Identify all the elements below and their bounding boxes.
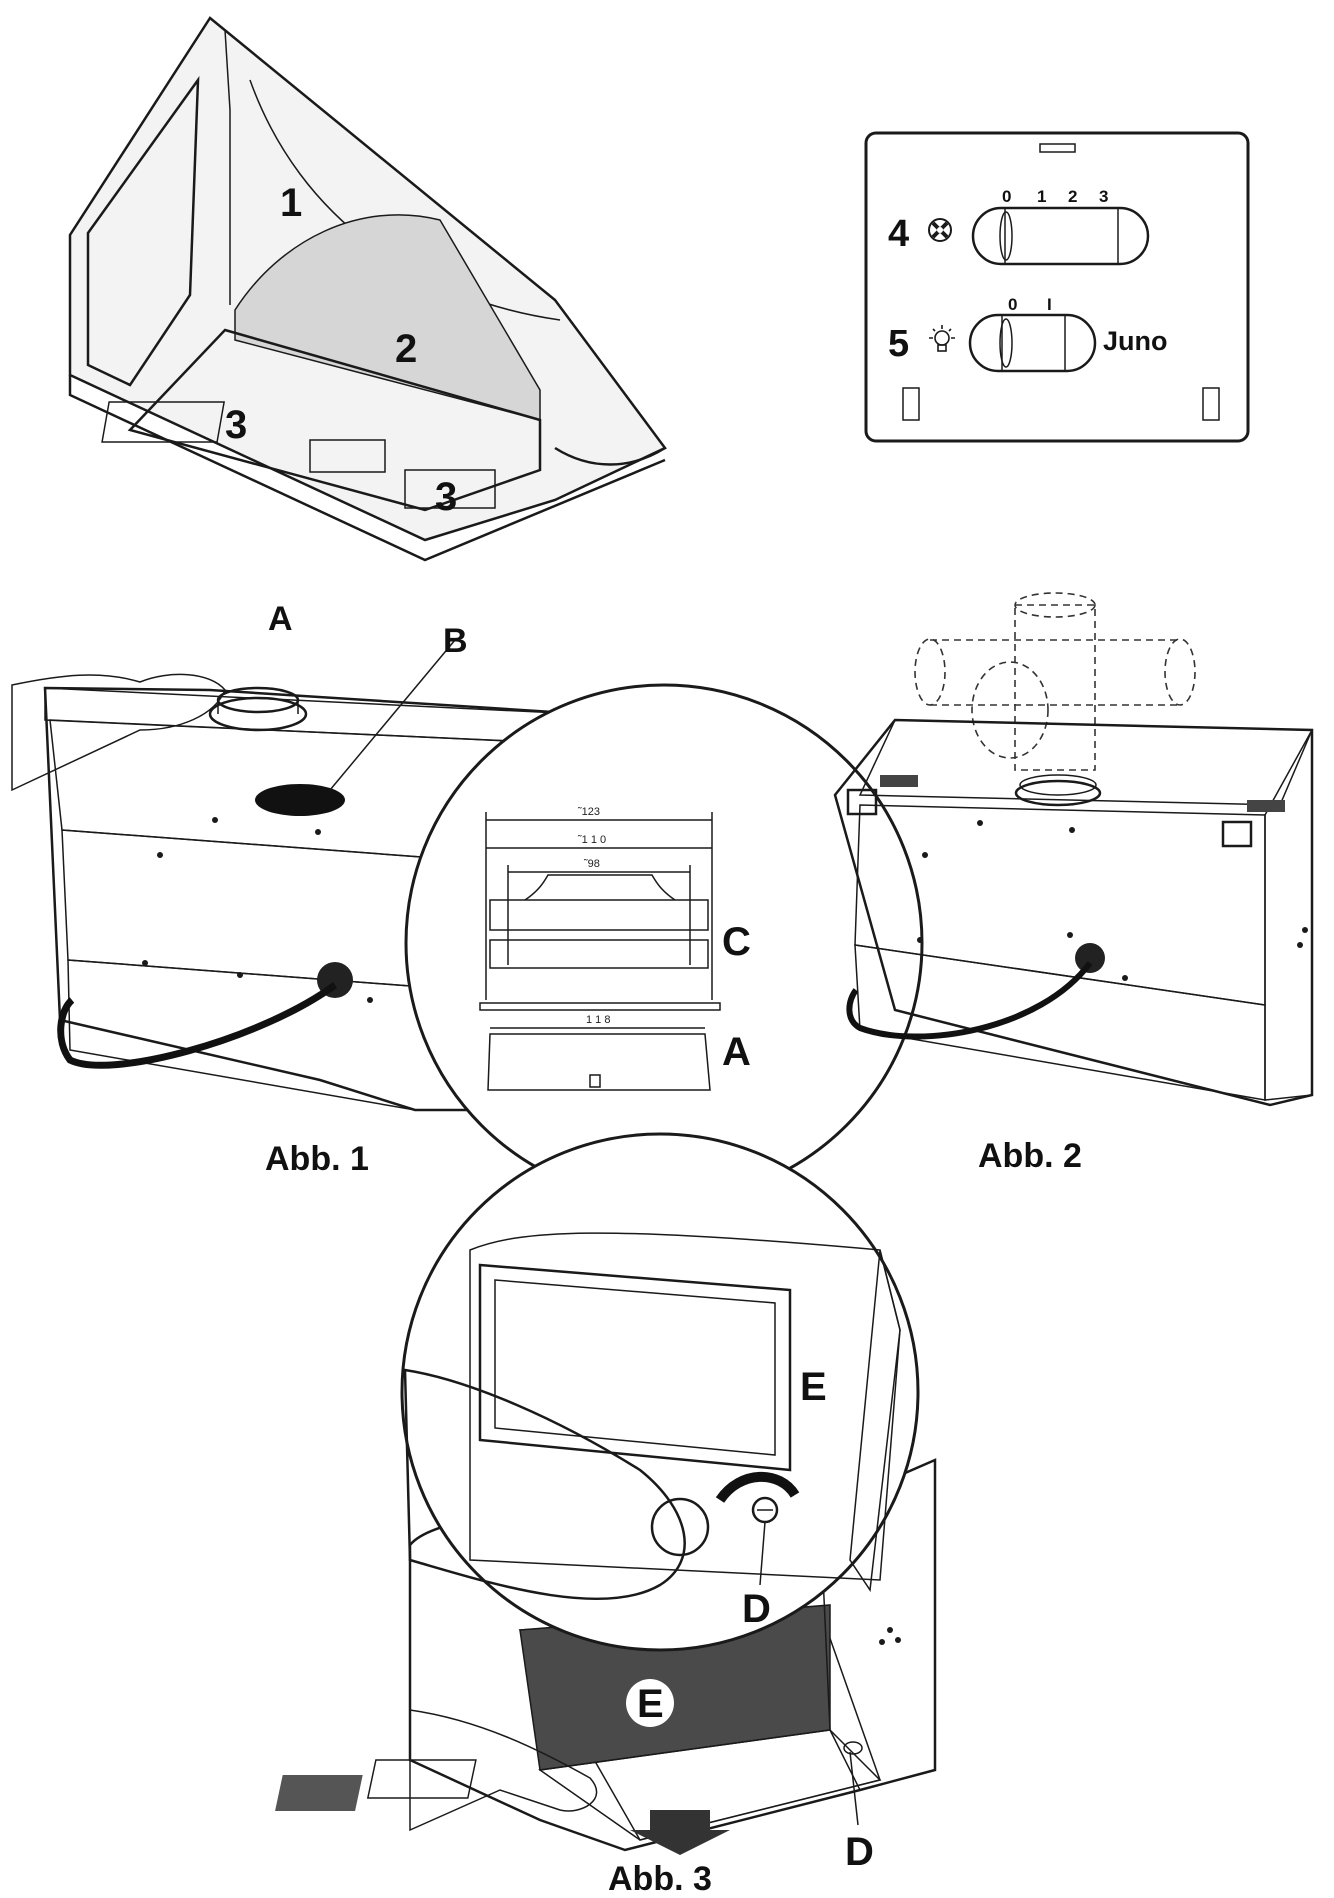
dimension-98: ˜98 xyxy=(583,858,600,870)
fan-speed-slider xyxy=(971,206,1150,266)
fan-scale-3: 3 xyxy=(1099,187,1108,206)
light-scale-1: I xyxy=(1047,295,1052,314)
light-scale-0: 0 xyxy=(1008,295,1017,314)
light-control-number: 5 xyxy=(888,323,909,365)
hood-label-3-left: 3 xyxy=(225,403,247,447)
dimension-123: ˜123 xyxy=(577,806,600,818)
fig3-label-d-top: D xyxy=(742,1587,771,1631)
fan-icon xyxy=(928,218,952,242)
figure-1-drawing xyxy=(11,639,924,1203)
fig3-label-e-top: E xyxy=(800,1365,827,1409)
fig3-caption: Abb. 3 xyxy=(608,1860,712,1898)
fig1-label-b: B xyxy=(443,622,468,660)
dimension-110: ˜1 1 0 xyxy=(577,834,606,846)
light-switch-slider xyxy=(968,313,1097,373)
control-panel xyxy=(864,131,1250,443)
lamp-icon xyxy=(929,325,955,352)
fig1-label-a-top: A xyxy=(268,600,293,638)
fig3-label-e-bottom: E xyxy=(637,1682,664,1726)
fan-scale-2: 2 xyxy=(1068,187,1077,206)
fig1-label-a-bottom: A xyxy=(722,1030,751,1074)
fig1-caption: Abb. 1 xyxy=(265,1140,369,1178)
fig2-caption: Abb. 2 xyxy=(978,1137,1082,1175)
figure-2-drawing xyxy=(833,592,1314,1107)
fan-scale-1: 1 xyxy=(1037,187,1046,206)
hood-label-1: 1 xyxy=(280,181,302,225)
fig1-label-c: C xyxy=(722,920,751,964)
figure-3-drawing xyxy=(275,1132,937,1855)
fan-scale-0: 0 xyxy=(1002,187,1011,206)
brand-logo: Juno xyxy=(1103,326,1168,356)
hood-label-3-right: 3 xyxy=(435,475,457,519)
fan-control-number: 4 xyxy=(888,213,909,255)
fig3-label-d-bottom: D xyxy=(845,1830,874,1874)
dimension-118: 1 1 8 xyxy=(586,1014,610,1026)
range-hood-drawing xyxy=(68,16,667,562)
fig3-label-e-bottom-bg xyxy=(626,1679,674,1727)
hood-label-2: 2 xyxy=(395,327,417,371)
